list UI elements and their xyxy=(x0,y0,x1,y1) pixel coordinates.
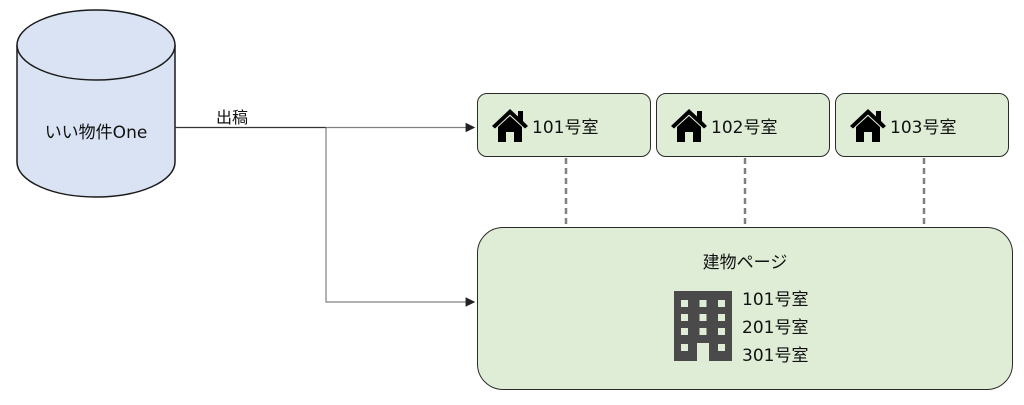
room-node-103[interactable]: 103号室 xyxy=(835,93,1009,157)
building-page-title: 建物ページ xyxy=(702,253,788,273)
database-cylinder-icon xyxy=(16,9,176,198)
building-room-list: 101号室 201号室 301号室 xyxy=(742,286,808,370)
connector-to-building-page xyxy=(325,127,476,307)
database-label: いい物件One xyxy=(44,123,148,143)
building-room-item: 301号室 xyxy=(742,346,809,366)
building-page-node[interactable]: 建物ページ 101号室 201号室 301号室 xyxy=(477,227,1013,390)
building-icon xyxy=(674,291,732,361)
house-icon xyxy=(671,109,707,142)
building-room-item: 101号室 xyxy=(742,290,809,310)
room-node-101[interactable]: 101号室 xyxy=(477,93,651,157)
house-icon xyxy=(492,109,528,142)
house-icon xyxy=(850,109,886,142)
room-label: 101号室 xyxy=(532,117,599,138)
room-label: 102号室 xyxy=(711,117,778,138)
edge-label: 出稿 xyxy=(216,108,249,127)
building-room-item: 201号室 xyxy=(742,318,809,338)
room-label: 103号室 xyxy=(890,117,957,138)
room-node-102[interactable]: 102号室 xyxy=(656,93,830,157)
